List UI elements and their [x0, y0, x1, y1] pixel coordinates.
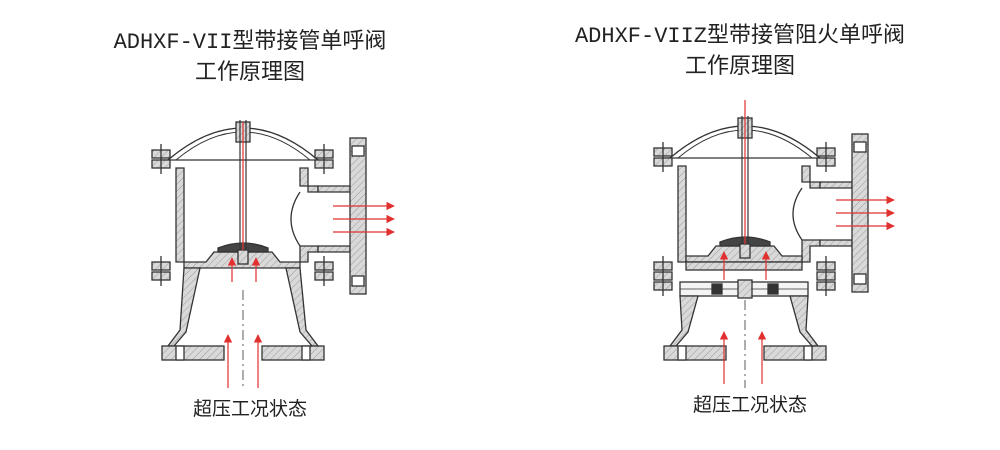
left-top-bolt-r: [314, 144, 334, 174]
right-body-wall-l: [677, 165, 687, 263]
right-title: ADHXF-VIIZ型带接管阻火单呼阀: [574, 24, 906, 49]
left-mid-bolt-l: [151, 256, 171, 286]
right-mid-bolt-r: [816, 256, 836, 296]
left-outlet-flange: [349, 137, 367, 295]
left-valve-diagram: [151, 120, 367, 390]
left-subtitle: 工作原理图: [194, 60, 305, 85]
right-flow-arrows: [719, 100, 895, 384]
right-body-wall-r-top: [801, 165, 821, 189]
left-bottom-flange-r: [261, 345, 325, 361]
right-bottom-flange-l: [663, 345, 727, 361]
left-cone-wall-l: [166, 267, 201, 347]
left-flow-arrows: [223, 122, 395, 388]
left-body-wall-r-top: [299, 167, 319, 193]
right-top-bolt-l: [653, 142, 673, 172]
right-body-wall-r-bottom: [801, 239, 821, 263]
right-disc-hub: [739, 243, 751, 259]
right-outlet-pipe-bottom: [819, 239, 853, 247]
right-cone-wall-l: [668, 295, 699, 347]
left-bottom-flange-l: [161, 345, 225, 361]
left-outlet-inner-curve: [290, 191, 301, 247]
right-subtitle: 工作原理图: [684, 54, 795, 79]
right-mid-bolt-l: [653, 256, 673, 296]
right-outlet-pipe-top: [819, 181, 853, 189]
left-cone-wall-r: [285, 267, 320, 347]
left-mid-bolt-r: [314, 256, 334, 286]
right-cone-wall-r: [789, 295, 820, 347]
left-outlet-pipe-top: [317, 185, 351, 193]
left-title: ADHXF-VII型带接管单呼阀: [113, 30, 387, 55]
left-caption: 超压工况状态: [192, 398, 307, 420]
right-valve-diagram: [653, 116, 869, 388]
left-body-wall-r-bottom: [299, 245, 319, 263]
left-top-bolt-l: [151, 144, 171, 174]
left-outlet-pipe-bottom: [317, 245, 351, 253]
left-disc-hub: [237, 249, 249, 265]
left-body-wall-l: [175, 167, 185, 263]
right-top-bolt-r: [816, 142, 836, 172]
right-caption: 超压工况状态: [692, 394, 807, 416]
right-bottom-flange-r: [763, 345, 827, 361]
right-outlet-inner-curve: [792, 187, 803, 241]
right-arrester-frame: [685, 261, 803, 271]
